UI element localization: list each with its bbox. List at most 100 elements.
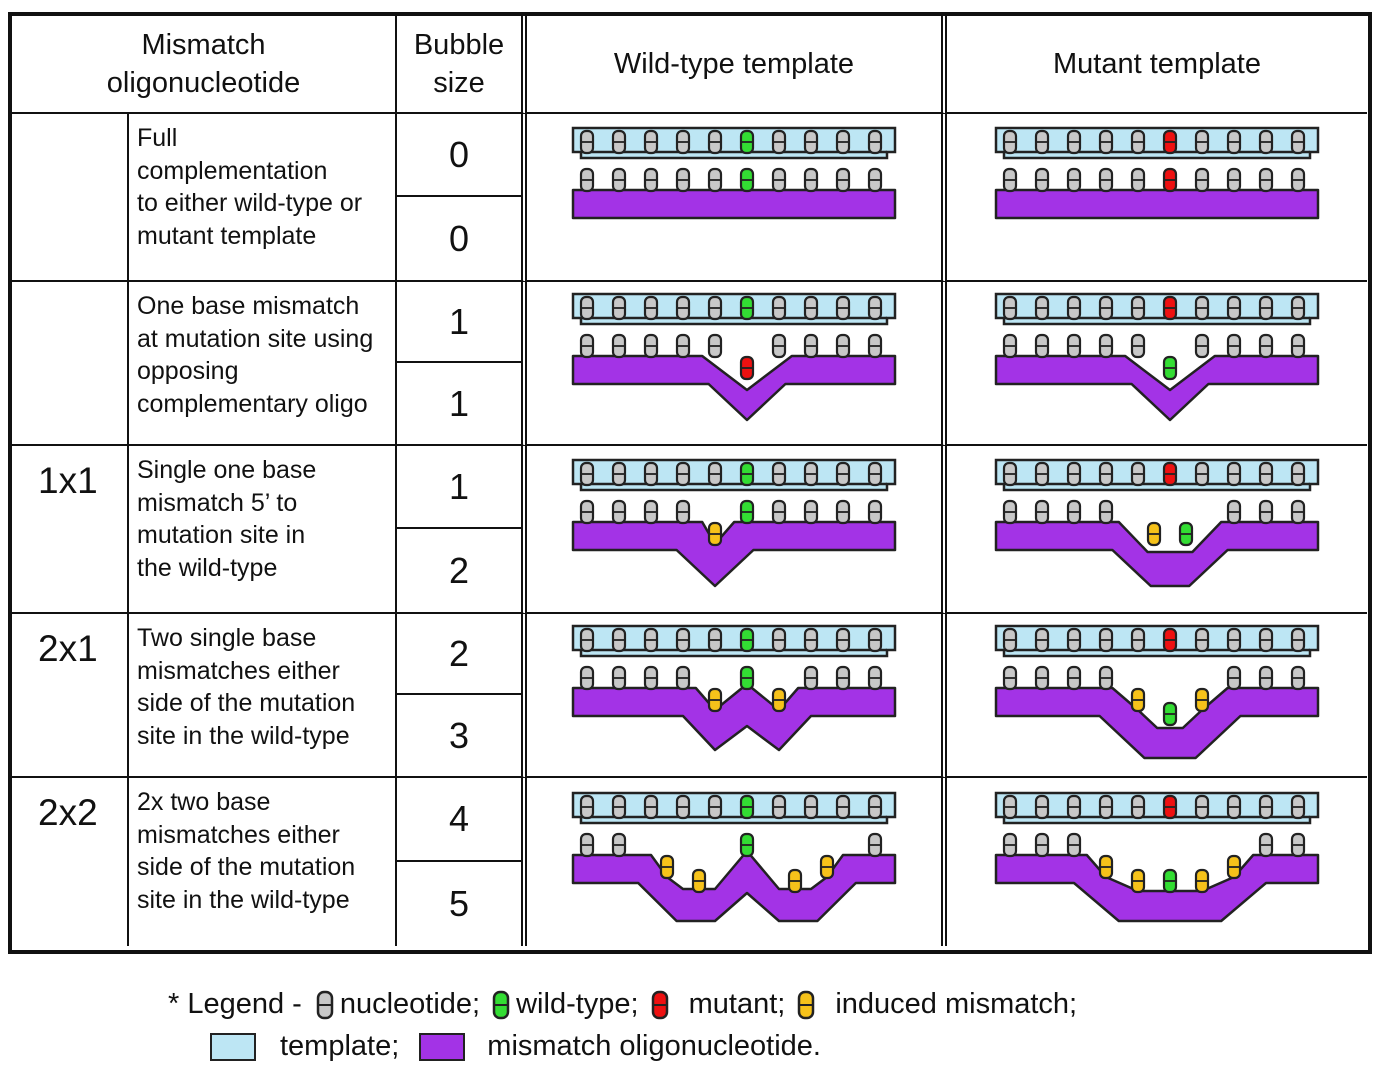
nucleotide bbox=[675, 627, 691, 653]
row-label bbox=[12, 114, 129, 282]
nucleotide bbox=[803, 333, 819, 359]
nucleotide bbox=[1098, 295, 1114, 321]
induced-mismatch-base bbox=[819, 854, 835, 880]
nucleotide bbox=[579, 627, 595, 653]
nucleotide bbox=[1226, 499, 1242, 525]
nucleotide bbox=[835, 167, 851, 193]
nucleotide bbox=[1130, 333, 1146, 359]
row-description-line: mutation site in bbox=[137, 521, 306, 549]
nucleotide bbox=[579, 295, 595, 321]
nucleotide bbox=[643, 794, 659, 820]
nucleotide bbox=[1130, 295, 1146, 321]
mismatch-oligo-strand bbox=[571, 849, 897, 923]
wild-type-base bbox=[739, 295, 755, 321]
nucleotide bbox=[1034, 665, 1050, 691]
mismatch-oligo-strand bbox=[994, 354, 1320, 422]
induced-mismatch-base bbox=[1130, 687, 1146, 713]
induced-mismatch-base bbox=[1194, 868, 1210, 894]
nucleotide bbox=[675, 665, 691, 691]
nucleotide bbox=[835, 333, 851, 359]
nucleotide bbox=[1290, 499, 1306, 525]
nucleotide bbox=[1098, 794, 1114, 820]
bubble-size-wild-type: 0 bbox=[397, 114, 521, 197]
nucleotide bbox=[1226, 461, 1242, 487]
wild-type-diagram bbox=[527, 446, 947, 614]
nucleotide bbox=[707, 295, 723, 321]
row-description-line: mismatches either bbox=[137, 656, 340, 685]
nucleotide bbox=[1066, 665, 1082, 691]
induced-mismatch-base bbox=[659, 854, 675, 880]
header-bubble-line1: Bubble bbox=[413, 29, 505, 61]
mismatch-oligo-strand bbox=[571, 682, 897, 752]
nucleotide bbox=[611, 665, 627, 691]
nucleotide bbox=[643, 665, 659, 691]
induced-mismatch-base bbox=[1098, 854, 1114, 880]
nucleotide bbox=[1290, 794, 1306, 820]
nucleotide bbox=[643, 461, 659, 487]
dna-diagram bbox=[994, 126, 1320, 220]
nucleotide bbox=[1194, 461, 1210, 487]
nucleotide bbox=[1002, 333, 1018, 359]
mismatch-oligo-strand bbox=[571, 354, 897, 422]
nucleotide bbox=[611, 794, 627, 820]
mutant-base bbox=[739, 355, 755, 381]
nucleotide bbox=[1066, 832, 1082, 858]
nucleotide bbox=[835, 794, 851, 820]
nucleotide bbox=[611, 167, 627, 193]
mutant-diagram bbox=[947, 282, 1367, 446]
nucleotide bbox=[611, 627, 627, 653]
row-description-line: complementation bbox=[137, 156, 328, 185]
row-description-line: opposing bbox=[137, 357, 239, 385]
dna-diagram bbox=[571, 791, 897, 923]
nucleotide bbox=[707, 167, 723, 193]
nucleotide bbox=[771, 499, 787, 525]
nucleotide bbox=[579, 129, 595, 155]
nucleotide bbox=[835, 461, 851, 487]
induced-mismatch-base bbox=[1130, 868, 1146, 894]
nucleotide bbox=[1194, 627, 1210, 653]
legend-mutant: mutant; bbox=[651, 988, 785, 1021]
nucleotide bbox=[803, 295, 819, 321]
nucleotide bbox=[1130, 461, 1146, 487]
nucleotide bbox=[867, 461, 883, 487]
nucleotide bbox=[1098, 129, 1114, 155]
nucleotide bbox=[1002, 167, 1018, 193]
legend-line-1: * Legend - nucleotide; wild-type; mutant… bbox=[168, 988, 1085, 1021]
nucleotide bbox=[1098, 499, 1114, 525]
nucleotide bbox=[1194, 295, 1210, 321]
legend-induced-label: induced mismatch; bbox=[835, 988, 1078, 1020]
nucleotide bbox=[771, 794, 787, 820]
dna-diagram bbox=[994, 791, 1320, 923]
mismatch-oligo-strand bbox=[994, 853, 1320, 923]
row-description-line: 2x two base bbox=[137, 788, 271, 816]
mutant-base bbox=[1162, 794, 1178, 820]
nucleotide bbox=[1034, 627, 1050, 653]
template-swatch-icon bbox=[210, 1032, 256, 1061]
nucleotide bbox=[1194, 167, 1210, 193]
nucleotide bbox=[1130, 167, 1146, 193]
nucleotide bbox=[1258, 461, 1274, 487]
nucleotide bbox=[1034, 461, 1050, 487]
row-description-line: site in the wild-type bbox=[137, 885, 350, 914]
nucleotide bbox=[1226, 295, 1242, 321]
nucleotide bbox=[867, 333, 883, 359]
dna-diagram bbox=[571, 126, 897, 220]
nucleotide bbox=[803, 129, 819, 155]
nucleotide bbox=[1034, 129, 1050, 155]
dna-diagram bbox=[994, 292, 1320, 422]
legend-oligo-label: mismatch oligonucleotide. bbox=[487, 1030, 821, 1062]
nucleotide bbox=[835, 665, 851, 691]
nucleotide bbox=[867, 627, 883, 653]
row-description-line: Two single base bbox=[137, 624, 317, 652]
nucleotide bbox=[1098, 627, 1114, 653]
bubble-size-mutant: 5 bbox=[448, 883, 470, 924]
nucleotide bbox=[1098, 665, 1114, 691]
nucleotide bbox=[867, 665, 883, 691]
wild-type-base bbox=[739, 665, 755, 691]
nucleotide bbox=[1226, 129, 1242, 155]
bubble-size-wild-type: 1 bbox=[397, 446, 521, 529]
nucleotide bbox=[579, 461, 595, 487]
